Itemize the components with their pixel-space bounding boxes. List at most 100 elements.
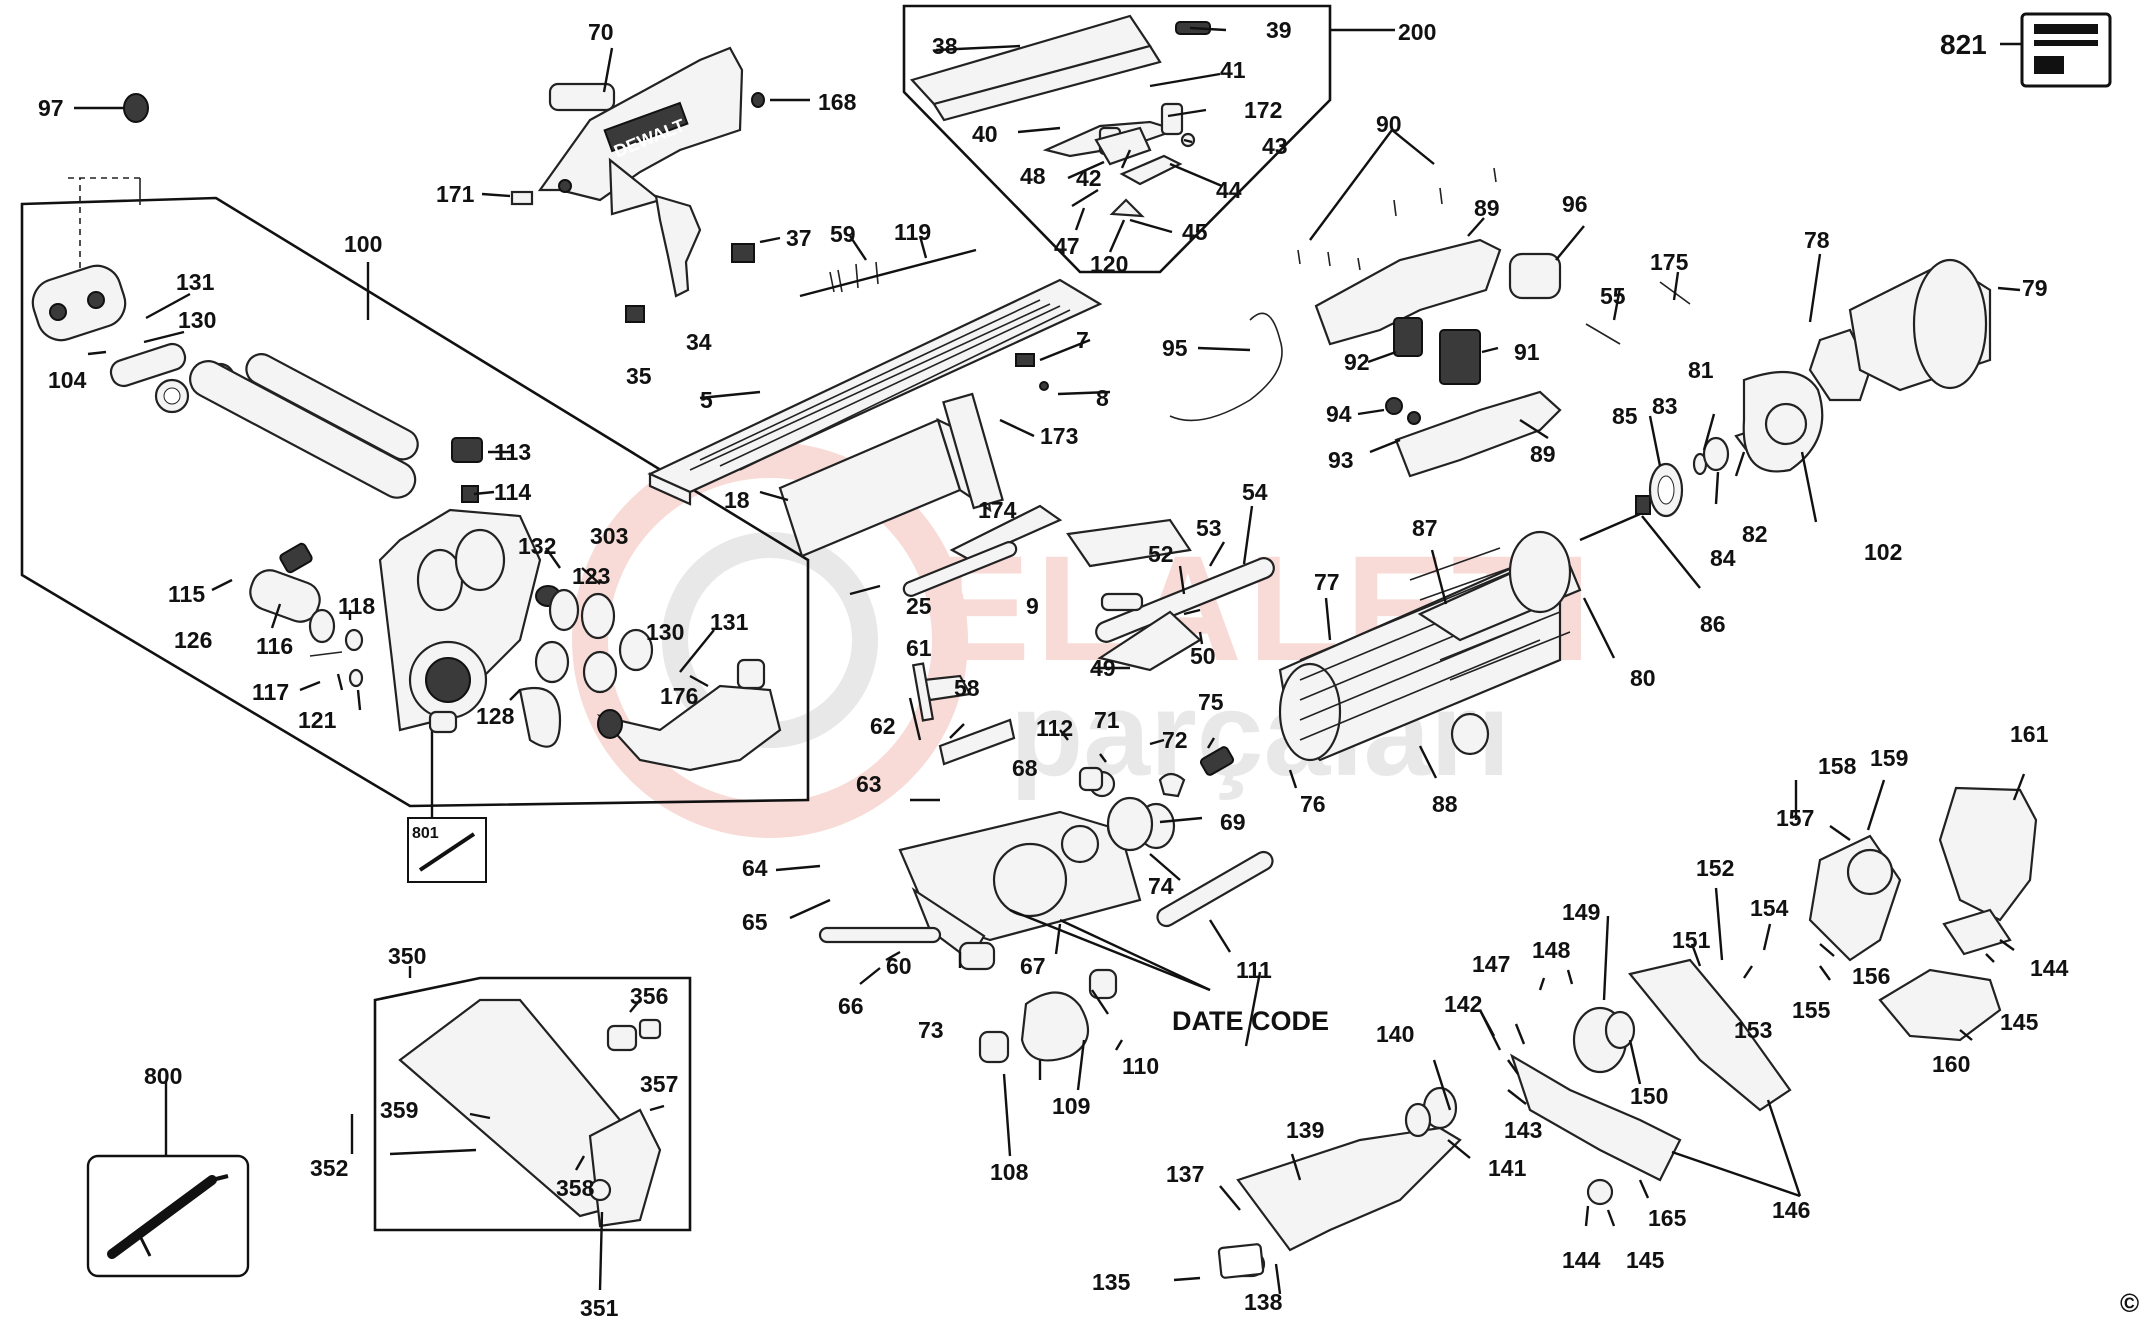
label-173: 173 (1040, 423, 1078, 449)
label-356: 356 (630, 983, 668, 1009)
label-55: 55 (1600, 283, 1626, 309)
label-175: 175 (1650, 249, 1689, 275)
label-18: 18 (724, 487, 750, 513)
label-8: 8 (1096, 385, 1109, 411)
label-109: 109 (1052, 1093, 1090, 1119)
gearbox-assembly (818, 518, 1275, 1064)
label-60: 60 (886, 953, 912, 979)
label-110: 110 (1122, 1053, 1159, 1079)
label-91: 91 (1514, 339, 1540, 365)
label-69: 69 (1220, 809, 1246, 835)
label-102: 102 (1864, 539, 1902, 565)
tool-801-box (407, 694, 487, 883)
label-52: 52 (1148, 541, 1174, 567)
label-117: 117 (252, 679, 289, 705)
label-821: 821 (1940, 29, 1987, 60)
label-67: 67 (1020, 953, 1046, 979)
label-115: 115 (168, 581, 205, 607)
label-140: 140 (1376, 1021, 1414, 1047)
label-96: 96 (1562, 191, 1588, 217)
label-48: 48 (1020, 163, 1046, 189)
label-800: 800 (144, 1063, 182, 1089)
label-146: 146 (1772, 1197, 1810, 1223)
label-79: 79 (2022, 275, 2048, 301)
label-147: 147 (1472, 951, 1510, 977)
label-137: 137 (1166, 1161, 1204, 1187)
leader-lines (74, 26, 2026, 1295)
label-58: 58 (954, 675, 980, 701)
group-100-parts (31, 177, 782, 772)
label-97: 97 (38, 95, 64, 121)
label-7: 7 (1076, 327, 1089, 353)
book-icon (2000, 12, 2112, 88)
label-83: 83 (1652, 393, 1678, 419)
label-350: 350 (388, 943, 426, 969)
label-44: 44 (1216, 177, 1242, 203)
blade-guard-70: DEWALT (537, 46, 744, 216)
label-date-code: DATE CODE (1172, 1006, 1329, 1036)
label-151: 151 (1672, 927, 1711, 953)
label-118: 118 (338, 593, 375, 619)
label-126: 126 (174, 627, 212, 653)
group-350-parts (398, 998, 662, 1228)
label-89b: 89 (1530, 441, 1556, 467)
label-93: 93 (1328, 447, 1354, 473)
label-132: 132 (518, 533, 556, 559)
label-168: 168 (818, 89, 857, 115)
label-359: 359 (380, 1097, 418, 1123)
group-350-outline (373, 976, 692, 1232)
label-351: 351 (580, 1295, 619, 1321)
label-75: 75 (1198, 689, 1224, 715)
label-357: 357 (640, 1071, 678, 1097)
label-358: 358 (556, 1175, 595, 1201)
label-59: 59 (830, 221, 856, 247)
label-76: 76 (1300, 791, 1326, 817)
label-94: 94 (1326, 401, 1352, 427)
label-84: 84 (1710, 545, 1736, 571)
label-85: 85 (1612, 403, 1638, 429)
label-161: 161 (2010, 721, 2049, 747)
group-200-parts (909, 14, 1211, 218)
label-153: 153 (1734, 1017, 1772, 1043)
label-38: 38 (932, 33, 958, 59)
label-158: 158 (1818, 753, 1857, 779)
label-49: 49 (1090, 655, 1116, 681)
label-37: 37 (786, 225, 812, 251)
label-150: 150 (1630, 1083, 1668, 1109)
label-148: 148 (1532, 937, 1571, 963)
label-112: 112 (1036, 715, 1073, 741)
label-95: 95 (1162, 335, 1188, 361)
label-114: 114 (494, 479, 531, 505)
label-50: 50 (1190, 643, 1216, 669)
label-45: 45 (1182, 219, 1208, 245)
label-42: 42 (1076, 165, 1102, 191)
label-152: 152 (1696, 855, 1734, 881)
label-63: 63 (856, 771, 882, 797)
label-143: 143 (1504, 1117, 1542, 1143)
label-86: 86 (1700, 611, 1726, 637)
tool-800-box (86, 1082, 250, 1278)
label-92: 92 (1344, 349, 1370, 375)
label-82: 82 (1742, 521, 1768, 547)
label-172: 172 (1244, 97, 1282, 123)
label-43: 43 (1262, 133, 1288, 159)
handle-assembly (1169, 167, 1691, 478)
label-9: 9 (1026, 593, 1039, 619)
label-155: 155 (1792, 997, 1831, 1023)
label-145a: 145 (2000, 1009, 2039, 1035)
table-assembly (647, 248, 1103, 562)
label-88: 88 (1432, 791, 1458, 817)
label-87: 87 (1412, 515, 1438, 541)
small-fasteners-top (123, 92, 879, 323)
label-78: 78 (1804, 227, 1830, 253)
label-123: 123 (572, 563, 610, 589)
label-156: 156 (1852, 963, 1890, 989)
label-116: 116 (256, 633, 293, 659)
label-130a: 130 (178, 307, 216, 333)
label-131a: 131 (176, 269, 215, 295)
label-801: 801 (412, 825, 439, 842)
label-41: 41 (1220, 57, 1246, 83)
label-121: 121 (298, 707, 337, 733)
label-73: 73 (918, 1017, 944, 1043)
label-144a: 144 (2030, 955, 2069, 981)
